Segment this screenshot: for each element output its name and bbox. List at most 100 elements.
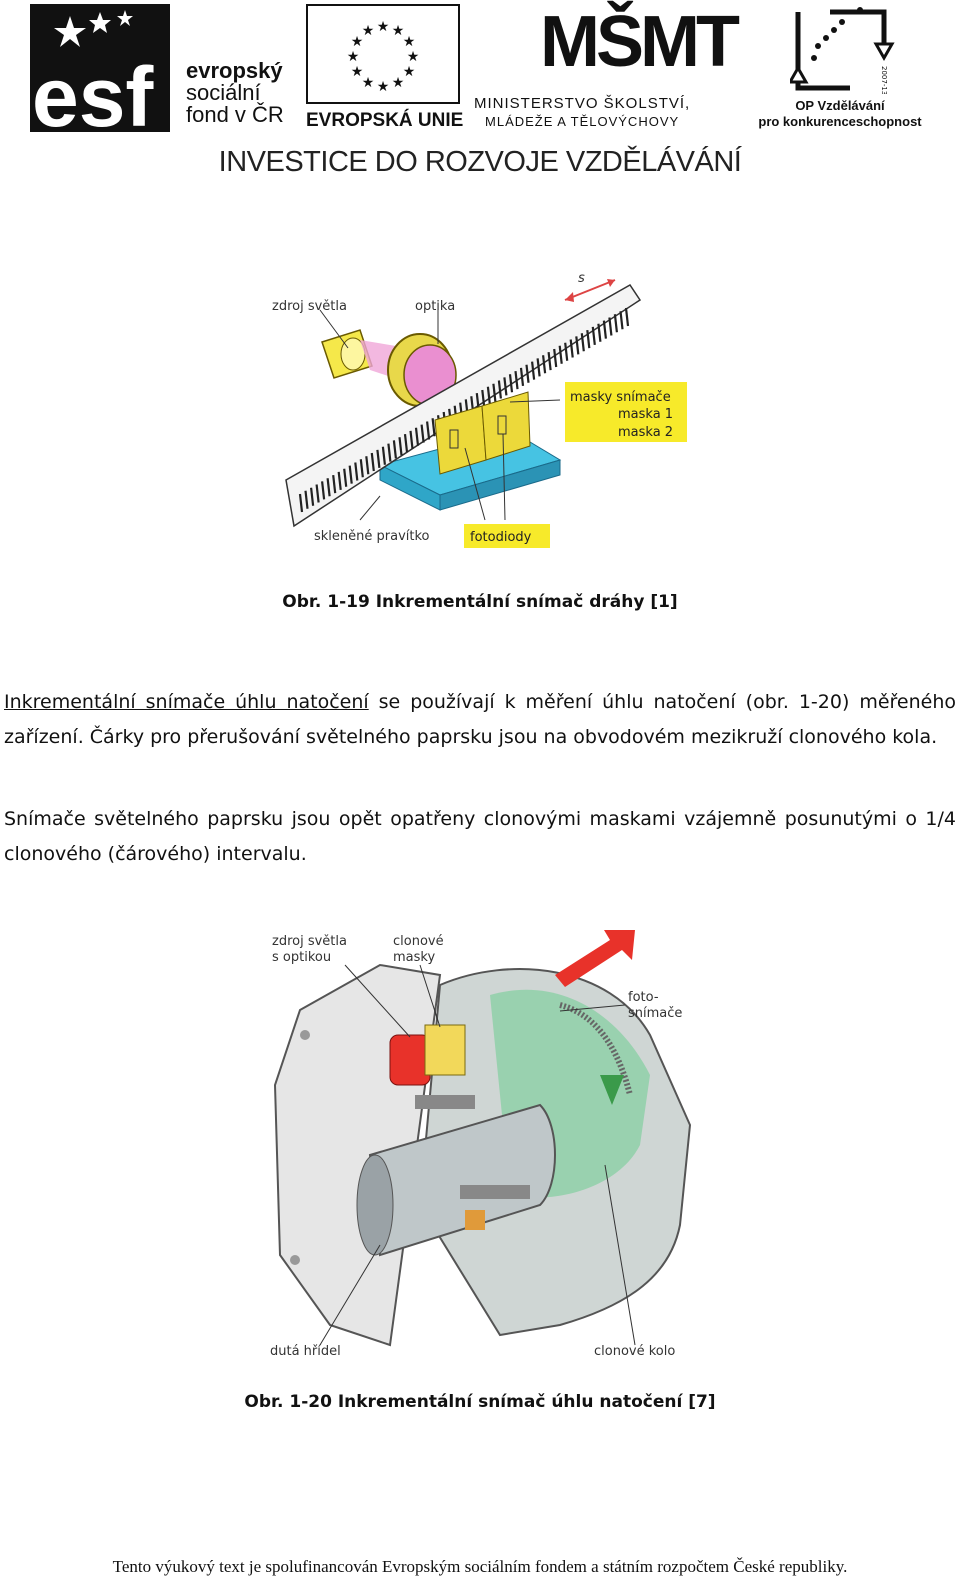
- ruler-tick: [398, 437, 403, 456]
- label-shaft: dutá hřídel: [270, 1344, 341, 1359]
- ruler-tick: [580, 333, 585, 352]
- ruler-tick: [387, 443, 392, 462]
- eu-star-icon: ★: [362, 23, 375, 39]
- ruler-tick: [503, 377, 508, 396]
- esf-line2: sociální: [186, 80, 261, 105]
- ruler-tick: [564, 342, 569, 361]
- ruler-tick: [332, 474, 337, 494]
- ruler-tick: [508, 374, 514, 393]
- eu-star-icon: ★: [362, 75, 375, 91]
- eu-star-icon: ★: [403, 64, 416, 80]
- ruler-tick: [392, 440, 397, 459]
- paragraph-2: Snímače světelného paprsku jsou opět opa…: [4, 808, 956, 865]
- ruler-tick: [558, 345, 563, 364]
- ruler-tick: [431, 418, 436, 437]
- svg-text:2007-13: 2007-13: [880, 66, 888, 94]
- paragraph-1-term: Inkrementální snímače úhlu natočení: [4, 691, 369, 713]
- eu-star-icon: ★: [407, 49, 420, 65]
- eu-star-icon: ★: [392, 23, 405, 39]
- ruler-tick: [569, 339, 574, 358]
- label-masks-title: masky snímače: [570, 390, 671, 405]
- ruler-tick: [531, 361, 536, 380]
- ruler-tick: [304, 490, 309, 509]
- ruler-tick: [492, 383, 497, 402]
- ruler-tick: [553, 348, 558, 368]
- ruler-tick: [624, 307, 630, 327]
- op-logo: 2007-13: [787, 4, 900, 95]
- ruler-tick: [547, 351, 552, 371]
- label-masks-l2: masky: [393, 950, 435, 965]
- label-light-source: zdroj světla: [272, 299, 347, 314]
- ruler-tick: [337, 471, 342, 491]
- ruler-tick: [365, 456, 370, 475]
- ruler-tick: [315, 484, 320, 503]
- ruler-tick: [619, 311, 624, 330]
- label-photo-l2: snímače: [628, 1006, 682, 1021]
- label-photo-l1: foto-: [628, 990, 659, 1005]
- label-masks-l1: clonové: [393, 934, 444, 949]
- eu-logo: ★★★★★★★★★★★★: [306, 4, 460, 104]
- label-optics: optika: [415, 299, 455, 314]
- ruler-tick: [514, 370, 519, 390]
- eu-star-icon: ★: [377, 19, 390, 35]
- op-logo-icon: 2007-13: [787, 7, 895, 95]
- figure2-caption: Obr. 1-20 Inkrementální snímač úhlu nato…: [244, 1392, 716, 1412]
- eu-stars-icon: ★★★★★★★★★★★★: [347, 19, 420, 95]
- ruler-tick: [591, 326, 596, 346]
- op-line2: pro konkurenceschopnost: [758, 114, 922, 129]
- ruler-tick: [497, 380, 502, 399]
- ruler-tick: [376, 449, 381, 469]
- label-s: s: [578, 271, 585, 286]
- eu-star-icon: ★: [377, 79, 390, 95]
- ruler-tick: [597, 323, 602, 342]
- label-glass-ruler: skleněné pravítko: [314, 529, 430, 544]
- esf-line3: fond v ČR: [186, 102, 284, 127]
- linear-encoder-diagram: s zdroj světla optika masky snímače mask…: [272, 271, 687, 548]
- paragraph-1-body: se používají k měření úhlu natočení (obr…: [4, 691, 956, 748]
- msmt-text: MINISTERSTVO ŠKOLSTVÍ, MLÁDEŽE A TĚLOVÝC…: [474, 95, 690, 131]
- label-source-l2: s optikou: [272, 950, 331, 965]
- ruler-tick: [403, 433, 409, 453]
- eu-star-icon: ★: [347, 49, 360, 65]
- ruler-tick: [519, 367, 525, 387]
- ruler-tick: [359, 459, 364, 478]
- eu-label: EVROPSKÁ UNIE: [306, 110, 464, 131]
- ruler-tick: [381, 446, 386, 465]
- ruler-tick: [321, 481, 326, 500]
- esf-logo-graphic: esf: [30, 4, 170, 144]
- label-photodiodes: fotodiody: [470, 530, 532, 545]
- ruler-tick: [586, 329, 591, 349]
- ruler-tick: [525, 364, 530, 383]
- ruler-tick: [326, 478, 331, 497]
- esf-logo: esf: [30, 4, 295, 144]
- eu-star-icon: ★: [351, 34, 364, 50]
- svg-text:esf: esf: [32, 50, 154, 132]
- op-line1: OP Vzdělávání: [795, 98, 885, 113]
- paragraph-1: Inkrementální snímače úhlu natočení se p…: [4, 685, 956, 755]
- msmt-line1: MINISTERSTVO ŠKOLSTVÍ,: [474, 95, 691, 112]
- ruler-tick: [370, 452, 375, 472]
- ruler-tick: [409, 430, 414, 450]
- label-mask1: maska 1: [618, 407, 673, 422]
- ruler-tick: [420, 424, 425, 443]
- esf-line1: evropský: [186, 58, 283, 83]
- msmt-line2: MLÁDEŽE A TĚLOVÝCHOVY: [485, 114, 680, 129]
- label-source-l1: zdroj světla: [272, 934, 347, 949]
- ruler-tick: [608, 317, 613, 336]
- esf-text: evropský sociální fond v ČR: [186, 60, 284, 126]
- ruler-tick: [575, 336, 580, 355]
- figure1-caption: Obr. 1-19 Inkrementální snímač dráhy [1]: [282, 592, 678, 612]
- ruler-tick: [414, 427, 420, 446]
- rotary-encoder-diagram: zdroj světla s optikou clonové masky fot…: [270, 930, 692, 1359]
- ruler-tick: [486, 386, 491, 405]
- ruler-tick: [354, 462, 359, 481]
- eu-star-icon: ★: [351, 64, 364, 80]
- ruler-tick: [542, 355, 547, 374]
- label-mask2: maska 2: [618, 425, 673, 440]
- ruler-tick: [310, 487, 315, 506]
- figure-linear-encoder: s zdroj světla optika masky snímače mask…: [260, 270, 700, 555]
- msmt-letters: MŠMT: [540, 2, 740, 82]
- ruler-tick: [426, 421, 431, 440]
- op-text: OP Vzdělávání pro konkurenceschopnost: [755, 98, 925, 130]
- slogan: INVESTICE DO ROZVOJE VZDĚLÁVÁNÍ: [218, 146, 742, 178]
